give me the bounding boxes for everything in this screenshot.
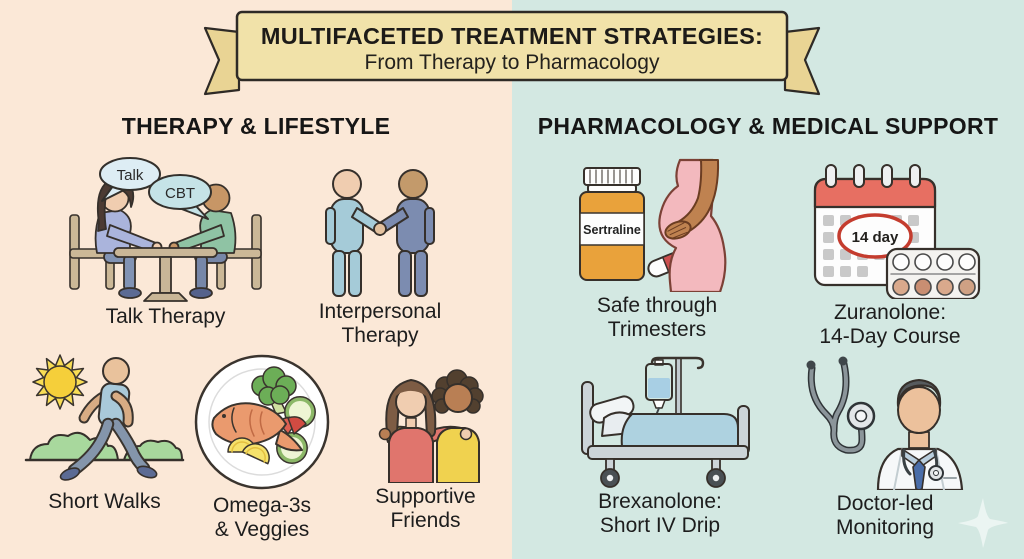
hand-on-shoulder-left: [378, 427, 392, 441]
brexanolone-iv-label: Brexanolone: Short IV Drip: [598, 490, 722, 538]
pregnant-figure: [658, 158, 727, 292]
doctor-hair: [896, 379, 942, 407]
item-doctor-monitoring: Doctor-led Monitoring: [790, 352, 980, 540]
item-talk-therapy: Talk CBT Talk Therapy: [58, 153, 273, 329]
item-interpersonal-therapy: Interpersonal Therapy: [295, 166, 465, 348]
short-walks-label: Short Walks: [48, 490, 161, 513]
doctor-face: [897, 386, 941, 434]
ribbon-body: [235, 10, 789, 82]
broccoli-icon: [251, 366, 297, 415]
lemon-wedges: [227, 437, 270, 465]
stethoscope-icon: [806, 356, 876, 454]
walking-illustration: [24, 354, 185, 481]
banner-title: MULTIFACETED TREATMENT STRATEGIES:: [261, 23, 763, 49]
doctor-figure: [876, 379, 964, 490]
sertraline-pregnancy-illustration: Sertraline: [579, 158, 727, 292]
blister-pack-icon: [885, 247, 981, 299]
patient-figure: [94, 177, 163, 299]
speech-bubble-talk-icon: Talk: [99, 157, 161, 202]
table: [113, 247, 218, 302]
hospital-bed-icon: [581, 381, 750, 488]
bubble-cbt-text: CBT: [165, 185, 195, 202]
banner-subtitle: From Therapy to Pharmacology: [365, 51, 660, 74]
friend-right: [431, 369, 484, 483]
speech-bubble-cbt-icon: CBT: [148, 174, 212, 220]
item-short-walks: Short Walks: [22, 350, 187, 514]
sparkle-icon: [958, 498, 1008, 548]
pill-bottle-icon: Sertraline: [579, 167, 645, 281]
bottle-label-text: Sertraline: [583, 223, 641, 237]
right-column-header: PHARMACOLOGY & MEDICAL SUPPORT: [537, 113, 999, 139]
ribbon-tail-left: [203, 26, 241, 96]
title-banner: MULTIFACETED TREATMENT STRATEGIES: From …: [197, 4, 827, 96]
talk-therapy-illustration: Talk CBT: [69, 157, 262, 302]
supportive-friends-label: Supportive Friends: [375, 485, 476, 533]
calendar-highlight-circle: [837, 213, 913, 259]
item-brexanolone-iv: Brexanolone: Short IV Drip: [560, 348, 760, 538]
zuranolone-course-label: Zuranolone: 14-Day Course: [819, 301, 961, 349]
fish-icon: [211, 402, 303, 452]
blanket: [620, 413, 739, 447]
item-sertraline-safety: Sertraline Safe through Trimesters: [562, 158, 752, 342]
hospital-bed-illustration: [581, 356, 750, 488]
bubble-talk-text: Talk: [117, 167, 144, 184]
hand-on-shoulder-right: [459, 427, 473, 441]
handshake-illustration: [325, 169, 435, 297]
calendar-blister-illustration: 14 day: [813, 164, 981, 299]
sun-icon: [32, 354, 88, 410]
item-zuranolone-course: 14 day Zuranolone: 14-Day Course: [795, 157, 985, 349]
sertraline-safety-label: Safe through Trimesters: [596, 294, 718, 342]
friend-left: [385, 379, 437, 483]
omega3-veggies-label: Omega-3s & Veggies: [212, 494, 312, 542]
interpersonal-therapy-label: Interpersonal Therapy: [318, 300, 442, 348]
talk-therapy-label: Talk Therapy: [105, 305, 226, 328]
calendar-14day-text: 14 day: [852, 229, 899, 246]
healthy-plate-illustration: [194, 354, 330, 490]
item-supportive-friends: Supportive Friends: [358, 368, 493, 533]
banner-ribbon-graphic: MULTIFACETED TREATMENT STRATEGIES: From …: [203, 10, 821, 96]
handshake-icon: [373, 222, 387, 236]
friends-illustration: [378, 369, 484, 483]
left-column-header: THERAPY & LIFESTYLE: [121, 113, 391, 139]
doctor-illustration: [806, 356, 964, 490]
ribbon-tail-right: [783, 26, 821, 96]
doctor-monitoring-label: Doctor-led Monitoring: [835, 492, 935, 540]
tie: [912, 459, 926, 490]
walker-figure: [59, 357, 158, 481]
item-omega3-veggies: Omega-3s & Veggies: [192, 352, 332, 542]
